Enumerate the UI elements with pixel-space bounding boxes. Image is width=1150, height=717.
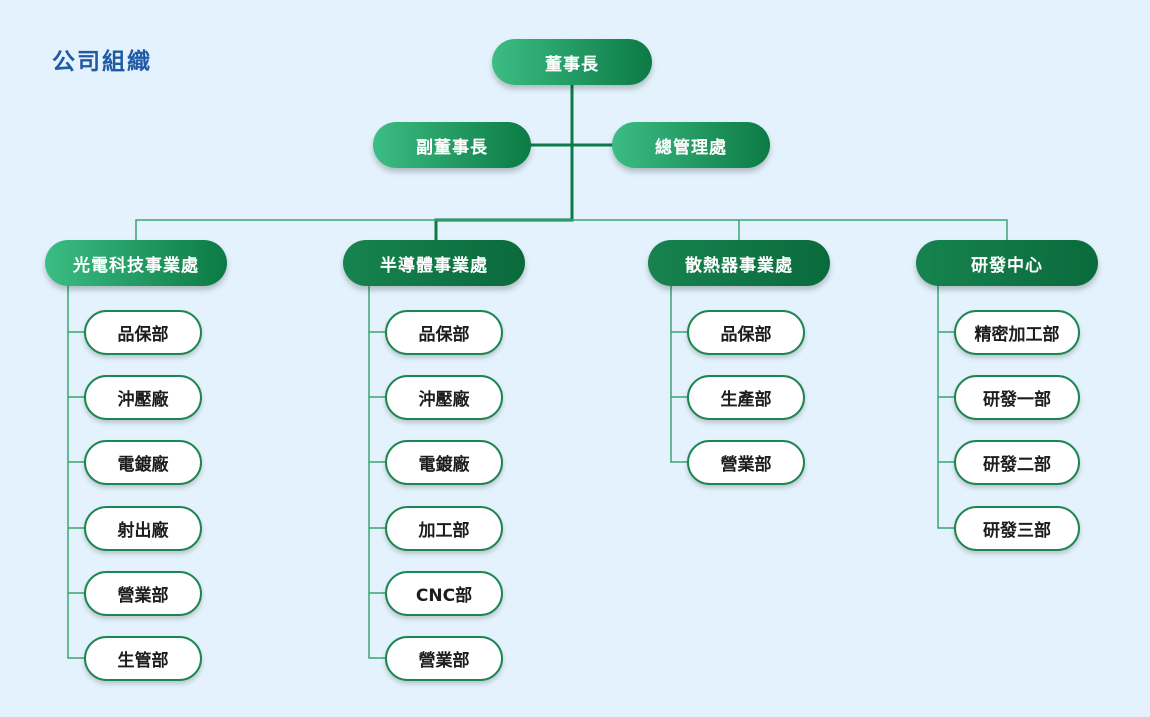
dept-node: 電鍍廠 bbox=[84, 440, 202, 485]
dept-node: 生管部 bbox=[84, 636, 202, 681]
division-bus-line bbox=[135, 219, 1008, 241]
dept-node: 沖壓廠 bbox=[385, 375, 503, 420]
dept-node: 品保部 bbox=[84, 310, 202, 355]
spine-division-2 bbox=[368, 284, 386, 659]
dept-node: 生產部 bbox=[687, 375, 805, 420]
dept-node: 營業部 bbox=[84, 571, 202, 616]
spine-division-4 bbox=[937, 284, 955, 529]
general-management-node: 總管理處 bbox=[612, 122, 770, 168]
dept-node: 品保部 bbox=[385, 310, 503, 355]
dept-node: 射出廠 bbox=[84, 506, 202, 551]
chairman-node: 董事長 bbox=[492, 39, 652, 85]
dept-node: 電鍍廠 bbox=[385, 440, 503, 485]
dept-node: 精密加工部 bbox=[954, 310, 1080, 355]
dept-node: 營業部 bbox=[687, 440, 805, 485]
page-title: 公司組織 bbox=[52, 49, 152, 75]
division-optoelectronics: 光電科技事業處 bbox=[45, 240, 227, 286]
dept-node: CNC部 bbox=[385, 571, 503, 616]
division-rnd-center: 研發中心 bbox=[916, 240, 1098, 286]
spine-division-1 bbox=[67, 284, 85, 659]
division-semiconductor: 半導體事業處 bbox=[343, 240, 525, 286]
dept-node: 研發二部 bbox=[954, 440, 1080, 485]
dept-node: 沖壓廠 bbox=[84, 375, 202, 420]
dept-node: 營業部 bbox=[385, 636, 503, 681]
dept-node: 加工部 bbox=[385, 506, 503, 551]
division-heatsink: 散熱器事業處 bbox=[648, 240, 830, 286]
vice-chairman-node: 副董事長 bbox=[373, 122, 531, 168]
dept-node: 研發三部 bbox=[954, 506, 1080, 551]
spine-division-3 bbox=[670, 284, 688, 463]
dept-node: 品保部 bbox=[687, 310, 805, 355]
dept-node: 研發一部 bbox=[954, 375, 1080, 420]
